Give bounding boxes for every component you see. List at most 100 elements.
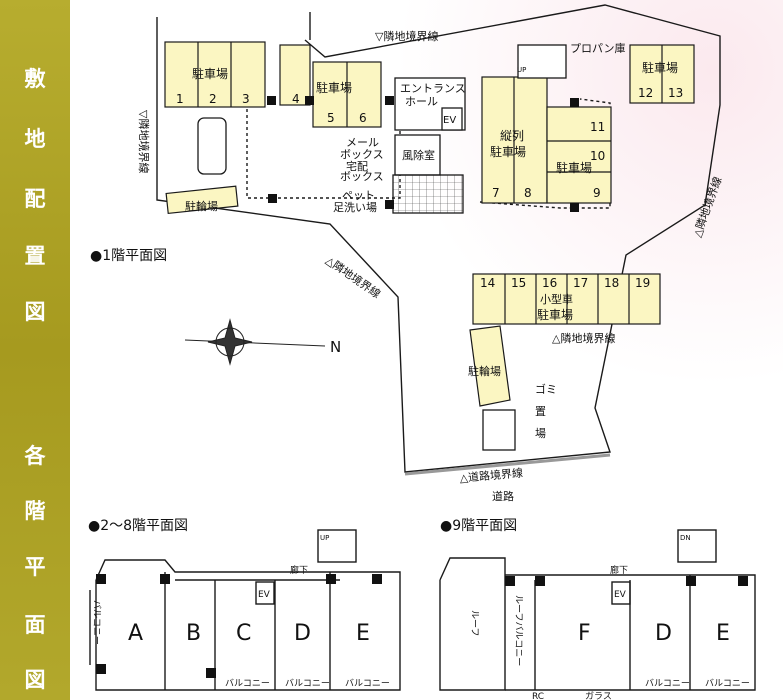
parking-lot-4 — [279, 44, 311, 106]
parking-number: 11 — [590, 120, 605, 134]
bicycle-parking-1 — [165, 185, 239, 215]
parking-label: 縦列 — [500, 129, 524, 143]
unit-label: E — [356, 621, 370, 646]
balcony-label: バルコニー — [225, 678, 270, 689]
mailbox-label: メール — [346, 136, 379, 149]
parking-number: 19 — [635, 276, 650, 290]
parking-label: 駐車場 — [537, 307, 573, 322]
unit-label: B — [186, 621, 201, 646]
floor2-8-plan — [89, 529, 401, 691]
propane-label: プロパン庫 — [570, 41, 626, 55]
parking-label: 小型車 — [540, 292, 573, 306]
sidebar-title-char: 配 — [24, 187, 46, 211]
dn-label: DN — [680, 534, 691, 542]
balcony-label: バルコニー — [645, 678, 690, 689]
up-label: UP — [517, 66, 526, 74]
ev-label: EV — [258, 590, 271, 600]
garbage-storage — [482, 409, 516, 451]
garbage-label: ゴミ — [535, 382, 557, 396]
balcony-label: バルコニー — [91, 600, 102, 645]
unit-label: E — [716, 621, 730, 646]
parking-number: 15 — [511, 276, 526, 290]
unit-label: D — [294, 621, 311, 646]
parking-number: 10 — [590, 149, 605, 163]
parking-number: 3 — [242, 92, 250, 106]
entrance-label: エントランス — [400, 82, 466, 95]
balcony-label: バルコニー — [345, 678, 390, 689]
floor9-title: ●9階平面図 — [440, 518, 518, 534]
floor9-plan — [439, 529, 756, 691]
unit-label: C — [236, 621, 251, 646]
parking-number: 14 — [480, 276, 495, 290]
north-label: N — [330, 338, 341, 356]
note-label: ガラス — [585, 691, 612, 700]
boundary-label: △隣地境界線 — [552, 331, 615, 345]
parking-label: 駐車場 — [192, 66, 228, 81]
boundary-label: ▽隣地境界線 — [375, 29, 438, 43]
delivery-label: 宅配 — [346, 159, 368, 173]
entrance-tile-area — [392, 174, 464, 214]
sidebar-title-char: 図 — [24, 300, 46, 324]
bicycle-label: 駐輪場 — [185, 199, 218, 213]
parking-label: 駐車場 — [316, 80, 352, 95]
bicycle-parking-2 — [469, 325, 511, 407]
unit-label: D — [655, 621, 672, 646]
parking-number: 2 — [209, 92, 217, 106]
floor1-title: ●1階平面図 — [90, 248, 168, 264]
road-boundary-label: △道路境界線 — [459, 466, 523, 485]
sidebar-title-char: 階 — [24, 499, 46, 523]
road-edge — [404, 453, 611, 476]
parking-number: 17 — [573, 276, 588, 290]
parking-number: 12 — [638, 86, 653, 100]
site-boundary-line — [156, 4, 721, 473]
sidebar-title-char: 面 — [24, 613, 46, 637]
parking-number: 16 — [542, 276, 557, 290]
parking-label: 駐車場 — [556, 160, 592, 175]
pet-label: ペット — [342, 189, 375, 202]
balcony-label: バルコニー — [705, 678, 750, 689]
unit-label: F — [578, 621, 591, 646]
boundary-label: ▽隣地境界線 — [137, 110, 151, 173]
ev-label: EV — [614, 590, 627, 600]
corridor-label: 廊下 — [290, 564, 308, 576]
parking-number: 9 — [593, 186, 601, 200]
parking-number: 5 — [327, 111, 335, 125]
up-label: UP — [320, 534, 329, 542]
floor2-8-title: ●2～8階平面図 — [88, 518, 189, 534]
elevator-floor1 — [441, 107, 463, 131]
sidebar-title-char: 各 — [24, 444, 46, 468]
road-label: 道路 — [492, 489, 514, 503]
roof-balcony-label: ルーフバルコニー — [513, 595, 524, 666]
sidebar-title-char: 置 — [24, 244, 46, 268]
balcony-label: バルコニー — [285, 678, 330, 689]
parking-number: 7 — [492, 186, 500, 200]
unit-label: A — [128, 621, 143, 646]
note-label: RC — [532, 692, 544, 700]
parking-number: 18 — [604, 276, 619, 290]
compass-icon — [184, 318, 326, 366]
parking-number: 8 — [524, 186, 532, 200]
windbreak-label: 風除室 — [402, 148, 435, 162]
garbage-label: 置 — [535, 405, 546, 418]
car-illustration — [197, 117, 227, 175]
parking-number: 6 — [359, 111, 367, 125]
parking-label: 駐車場 — [490, 144, 526, 159]
parking-number: 4 — [292, 92, 300, 106]
entrance-label: ホール — [405, 95, 438, 108]
sidebar-title-char: 平 — [24, 555, 46, 579]
pet-label: 足洗い場 — [333, 201, 377, 214]
parking-number: 1 — [176, 92, 184, 106]
stair-core — [517, 44, 567, 79]
sidebar-title-char: 敷 — [24, 67, 46, 91]
parking-number: 13 — [668, 86, 683, 100]
parking-label: 駐車場 — [642, 60, 678, 75]
boundary-label: △隣地境界線 — [690, 175, 725, 239]
sidebar: 敷 地 配 置 図 各 階 平 面 図 — [0, 0, 70, 700]
boundary-label: △隣地境界線 — [323, 253, 383, 301]
corridor-label: 廊下 — [610, 564, 628, 576]
garbage-label: 場 — [535, 427, 546, 440]
roof-label: ルーフ — [469, 610, 479, 636]
parking-lot-1-3 — [164, 41, 266, 108]
delivery-label: ボックス — [340, 170, 384, 183]
